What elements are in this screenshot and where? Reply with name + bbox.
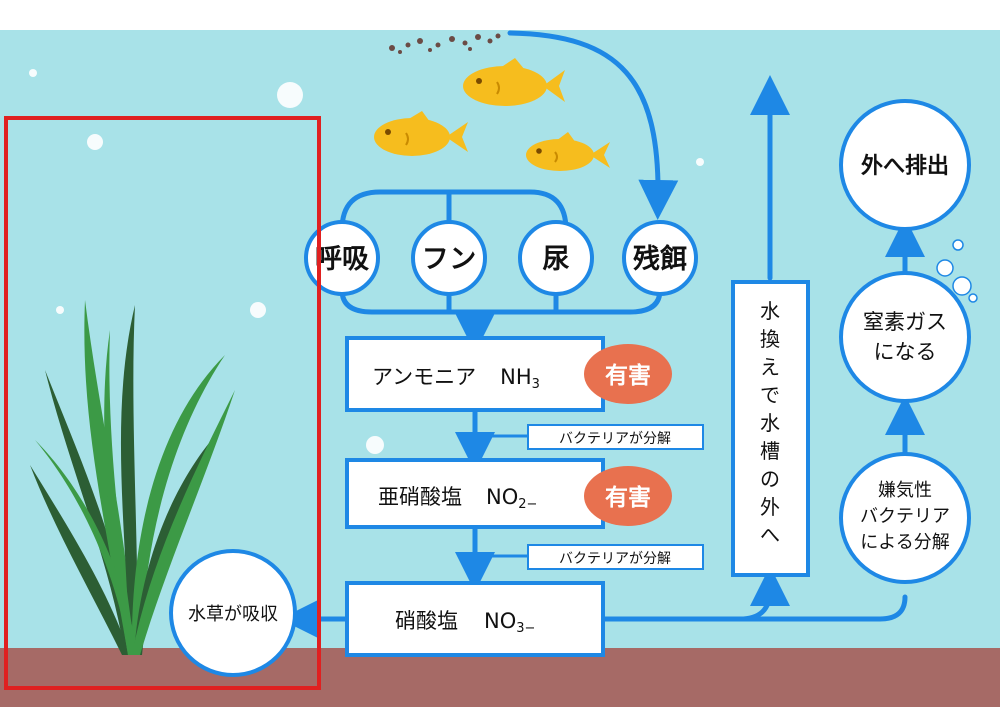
water-change-char: 換 xyxy=(760,327,780,351)
anaerobic-line-2: バクテリア xyxy=(860,506,950,527)
source-feces-label: フン xyxy=(422,244,477,275)
bacteria-label-1: バクテリアが分解 xyxy=(527,424,704,450)
source-urine: 尿 xyxy=(518,220,594,296)
water-change-text: 水 換 え で 水 槽 の 外 へ xyxy=(760,299,780,547)
nitrite-harmful-label: 有害 xyxy=(605,484,651,511)
discharge-label: 外へ排出 xyxy=(861,153,949,179)
water-change-char: え xyxy=(760,355,780,379)
source-circles: 呼吸 フン 尿 残餌 xyxy=(304,220,698,296)
anaerobic-line-3: による分解 xyxy=(860,532,949,553)
fish-left xyxy=(374,111,468,156)
food-particles xyxy=(389,33,501,54)
anaerobic-circle: 嫌気性 バクテリア による分解 xyxy=(839,452,971,584)
highlight-frame xyxy=(4,116,321,690)
water-change-char: へ xyxy=(760,523,780,547)
source-urine-label: 尿 xyxy=(543,244,570,275)
water-change-char: 水 xyxy=(760,299,780,323)
source-respiration-label: 呼吸 xyxy=(315,244,369,275)
nitrite-harmful-badge xyxy=(584,466,672,526)
water-change-char: で xyxy=(760,383,780,407)
plant-absorb-label: 水草が吸収 xyxy=(188,604,278,625)
ammonia-harmful-label: 有害 xyxy=(605,362,651,389)
bubbles xyxy=(29,69,704,454)
source-respiration: 呼吸 xyxy=(304,220,380,296)
water-change-char: 水 xyxy=(760,411,780,435)
bacteria-label-2: バクテリアが分解 xyxy=(527,544,704,570)
nitrogen-gas-circle: 窒素ガス になる xyxy=(839,271,971,403)
plant-absorb-circle: 水草が吸収 xyxy=(169,549,297,677)
water-change-char: 槽 xyxy=(760,439,780,463)
source-feces: フン xyxy=(411,220,487,296)
discharge-circle: 外へ排出 xyxy=(839,99,971,231)
water-change-char: 外 xyxy=(760,495,780,519)
nitrogen-gas-line-1: 窒素ガス xyxy=(863,310,947,334)
water-change-char: の xyxy=(760,467,780,491)
sky xyxy=(0,0,1000,30)
aquarium-sand xyxy=(0,648,1000,707)
fish-top xyxy=(463,58,565,106)
source-leftover-food-label: 残餌 xyxy=(633,243,687,275)
fish-right xyxy=(526,132,610,171)
water-change-box: 水 換 え で 水 槽 の 外 へ xyxy=(731,280,810,577)
flow-lines xyxy=(280,30,925,639)
anaerobic-line-1: 嫌気性 xyxy=(878,480,932,501)
aquatic-plant xyxy=(30,300,235,655)
gas-bubbles xyxy=(936,239,978,303)
bacteria-label-2-text: バクテリアが分解 xyxy=(559,551,671,567)
fish-group xyxy=(374,58,610,171)
ammonia-harmful-badge xyxy=(584,344,672,404)
bacteria-label-1-text: バクテリアが分解 xyxy=(559,431,671,447)
source-leftover-food: 残餌 xyxy=(622,220,698,296)
nitrogen-gas-line-2: になる xyxy=(874,340,937,364)
